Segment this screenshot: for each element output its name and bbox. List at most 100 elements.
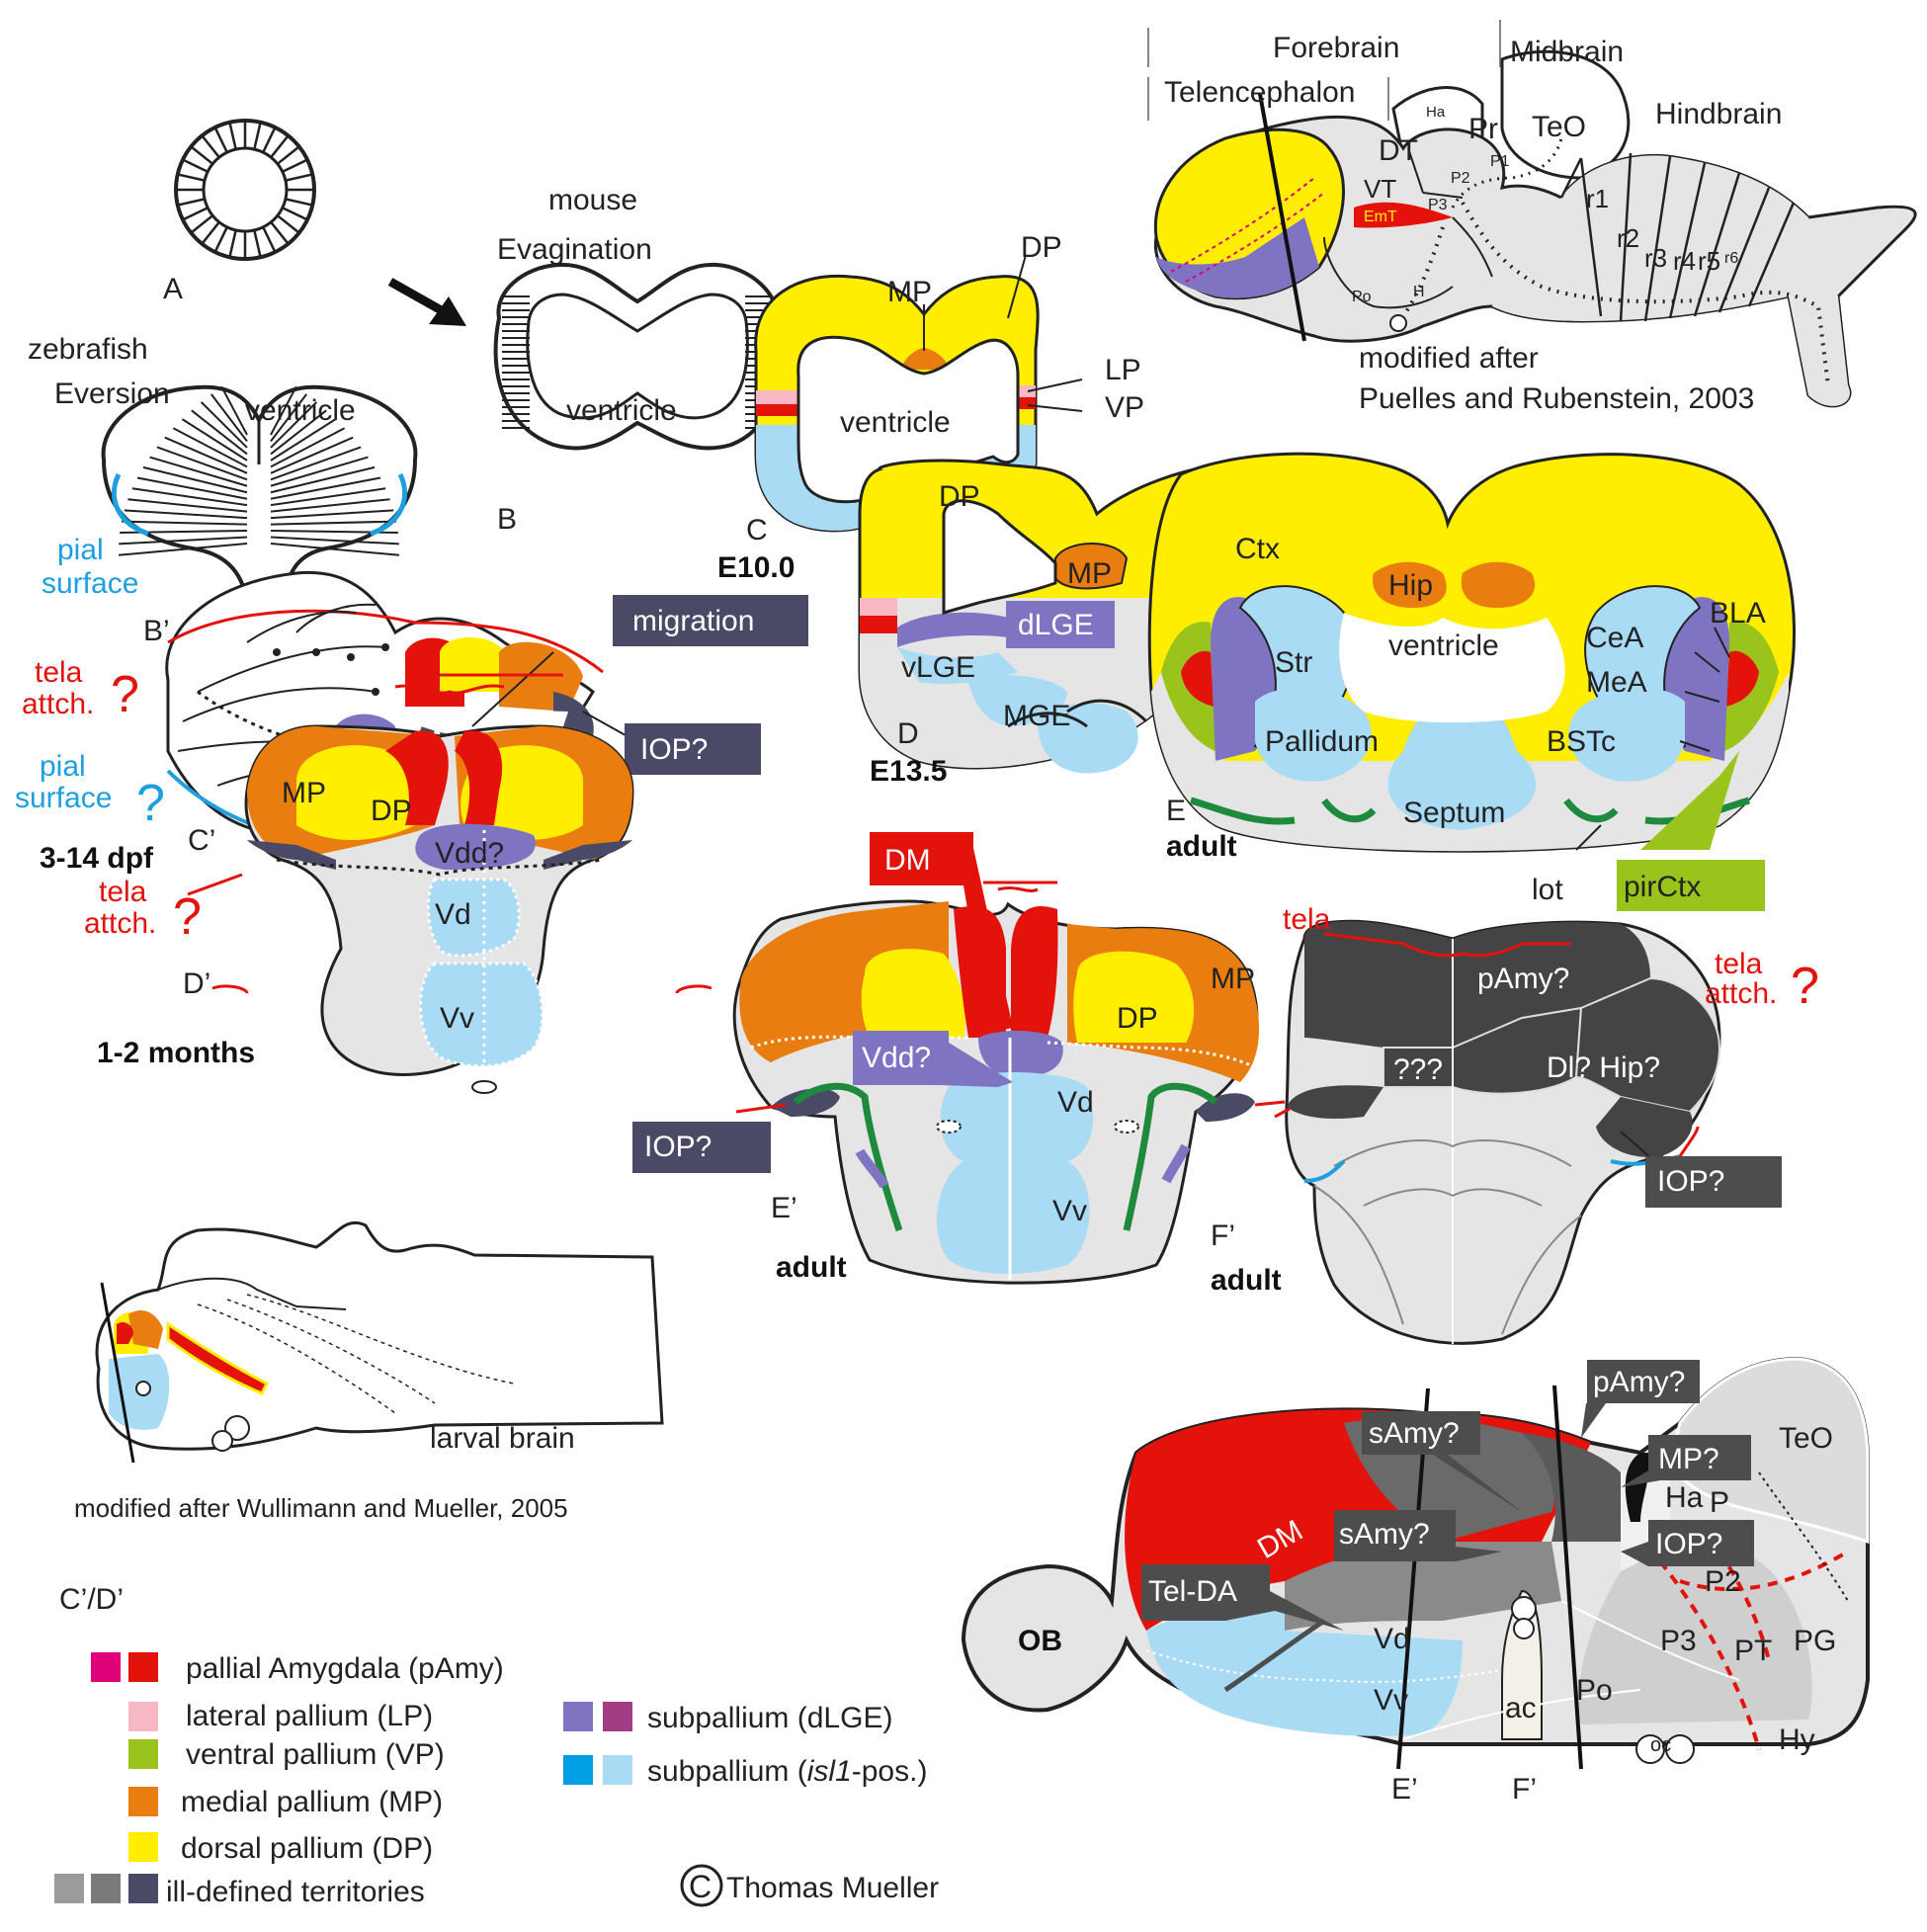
panel-d-mge: MGE xyxy=(1003,700,1070,732)
eversion-spoke xyxy=(172,427,248,468)
eversion-spoke xyxy=(270,543,400,556)
panel-e-prime-adult-zebrafish: DM Vdd? IOP? DP MP Vd Vv E’ adult xyxy=(632,832,1286,1285)
legend: C’/D’ pallial Amygdala (pAmy) lateral pa… xyxy=(54,1583,927,1908)
adult-sagittal-cut-f: F’ xyxy=(1512,1773,1537,1806)
adult-sagittal-p3: P3 xyxy=(1660,1625,1697,1657)
legend-item-isl1: subpallium (isl1-pos.) xyxy=(647,1755,927,1788)
legend-swatch-ill-2 xyxy=(91,1874,121,1903)
legend-swatch-pamy-red xyxy=(128,1652,158,1682)
legend-swatch-pamy-magenta xyxy=(91,1652,121,1682)
panel-a-letter: A xyxy=(163,273,183,305)
panel-e-bla: BLA xyxy=(1710,597,1766,630)
panel-b-prime-ventricle: ventricle xyxy=(245,394,356,427)
eversion-spoke xyxy=(149,456,248,487)
panel-e-prime-dm: DM xyxy=(884,844,931,877)
evagination-arrow-icon xyxy=(387,278,466,326)
eversion-spoke xyxy=(191,409,248,456)
adult-sagittal-pamy-box xyxy=(1581,1360,1700,1438)
adult-sagittal-pt: PT xyxy=(1734,1635,1772,1667)
panel-c-prime-iop: IOP? xyxy=(640,733,708,766)
panel-d-prime-dp: DP xyxy=(371,795,412,827)
panel-c-prime-tela-line1: tela xyxy=(35,656,83,689)
legend-swatch-vp xyxy=(128,1739,158,1769)
eversion-spoke xyxy=(156,446,248,481)
top-right-r2: r2 xyxy=(1617,223,1639,253)
adult-sagittal-teo: TeO xyxy=(1779,1422,1833,1455)
panel-c-prime-tela-q: ? xyxy=(111,666,139,723)
top-right-p1: P1 xyxy=(1490,153,1510,170)
panel-e-prime-vv: Vv xyxy=(1052,1195,1087,1227)
legend-swatch-ill-1 xyxy=(54,1874,84,1903)
panel-f-prime-tela-q: ? xyxy=(1791,958,1819,1015)
panel-e-prime-iop: IOP? xyxy=(644,1131,712,1163)
eversion-spoke xyxy=(181,418,248,462)
eversion-spoke xyxy=(270,427,346,468)
adult-sagittal-mp: MP? xyxy=(1658,1443,1719,1475)
panel-c-mp: MP xyxy=(887,276,932,308)
top-right-r6: r6 xyxy=(1724,250,1738,267)
panel-c-prime-iop-box xyxy=(625,723,761,775)
eversion-spoke xyxy=(270,385,297,436)
panel-d-prime-tela-line2: attch. xyxy=(84,907,156,940)
eversion-spoke xyxy=(270,487,386,507)
panel-e-adult-mouse: pirCtx Ctx Hip Str ventricle CeA MeA BLA… xyxy=(1147,452,1797,911)
adult-sagittal-oc: oc xyxy=(1650,1734,1671,1756)
legend-swatch-isl1-2 xyxy=(603,1755,632,1785)
adult-sagittal-p2: P2 xyxy=(1705,1565,1741,1598)
adult-sagittal-vv: Vv xyxy=(1374,1684,1408,1717)
panel-e-prime-vdd-box xyxy=(853,1031,1013,1087)
adult-sagittal-iop-box xyxy=(1621,1520,1754,1566)
eversion-spoke xyxy=(270,536,399,546)
panel-c-prime-pial-line1: pial xyxy=(40,750,86,783)
eversion-spoke xyxy=(122,520,248,526)
legend-item-mp: medial pallium (MP) xyxy=(181,1786,443,1818)
panel-b-ventricle: ventricle xyxy=(566,394,677,427)
neural-tube-spoke xyxy=(285,198,313,207)
panel-d-dlge-box xyxy=(1006,601,1115,648)
top-right-r5: r5 xyxy=(1698,246,1720,276)
legend-item-vp: ventral pallium (VP) xyxy=(186,1738,445,1771)
panel-e-str: Str xyxy=(1275,646,1312,679)
legend-item-ill: ill-defined territories xyxy=(166,1876,425,1908)
top-right-teo: TeO xyxy=(1532,111,1586,143)
panel-c-prime-tela-line2: attch. xyxy=(22,688,94,720)
neural-tube-spoke xyxy=(213,126,228,153)
panel-d-prime-stage: 1-2 months xyxy=(97,1037,255,1069)
copyright-circle-icon xyxy=(680,1864,723,1907)
panel-e-pirctx-box xyxy=(1617,860,1765,911)
neural-tube-spoke xyxy=(201,221,220,245)
neural-tube-spoke xyxy=(253,229,262,258)
panel-b-prime-process: Eversion xyxy=(54,378,170,410)
panel-b-species: mouse xyxy=(548,184,637,216)
heading-hindbrain: Hindbrain xyxy=(1655,98,1782,130)
neural-tube-spoke xyxy=(270,134,290,158)
eversion-spoke xyxy=(124,509,248,520)
legend-swatch-dp xyxy=(128,1832,158,1862)
top-right-po: Po xyxy=(1352,289,1372,305)
panel-b-mouse-evagination: mouse Evagination ventricle B xyxy=(493,184,783,536)
panel-d-prime-vdd: Vdd? xyxy=(435,837,504,870)
top-right-credit-line1: modified after xyxy=(1359,342,1539,375)
panel-e-septum: Septum xyxy=(1403,797,1505,829)
panel-f-prime-adult-zebrafish: IOP? pAmy? ??? Dl? Hip? tela tela attch.… xyxy=(1211,903,1819,1345)
top-right-h: H xyxy=(1413,284,1425,300)
panel-d-dp: DP xyxy=(939,480,980,513)
top-right-r4: r4 xyxy=(1673,246,1696,276)
adult-sagittal-ha: Ha xyxy=(1665,1481,1704,1514)
eversion-spoke xyxy=(270,409,327,456)
panel-e-ctx: Ctx xyxy=(1235,533,1280,565)
adult-sagittal-p: P xyxy=(1710,1486,1729,1519)
eversion-spoke xyxy=(270,418,337,462)
copyright-author: Thomas Mueller xyxy=(726,1872,939,1904)
panel-d-prime-letter: D’ xyxy=(183,967,210,1000)
eversion-spoke xyxy=(270,498,390,513)
panel-d-prime-mp: MP xyxy=(282,777,326,809)
legend-swatch-lp xyxy=(128,1702,158,1731)
top-right-neural-tube: Forebrain Midbrain Hindbrain Telencephal… xyxy=(1147,20,1917,415)
panel-b-prime-letter: B’ xyxy=(143,615,170,647)
legend-swatch-ill-3 xyxy=(128,1874,158,1903)
adult-sagittal-samy-top: sAmy? xyxy=(1369,1417,1460,1450)
panel-a-neural-tube: A xyxy=(163,119,316,305)
panel-c-prime-migration-box xyxy=(613,595,808,646)
